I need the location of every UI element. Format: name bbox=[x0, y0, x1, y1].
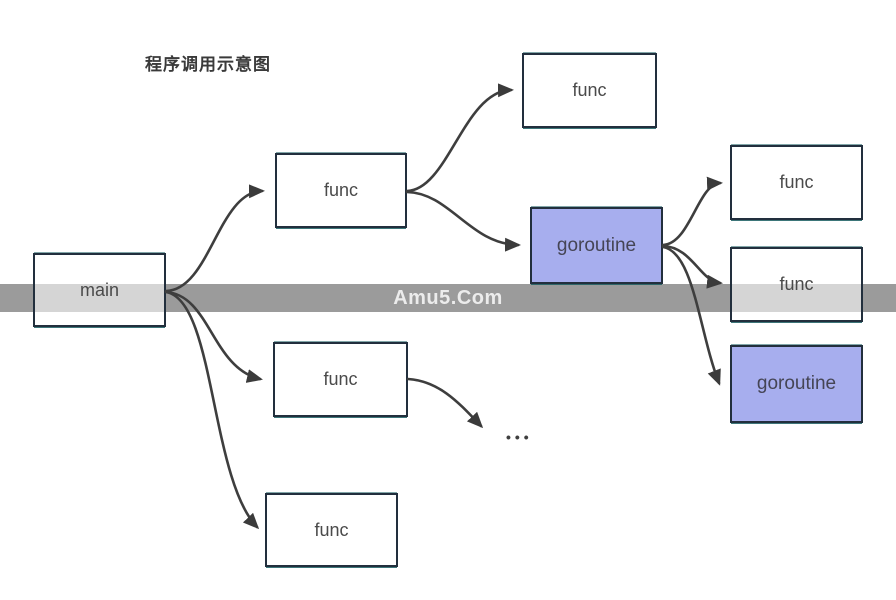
diagram-title: 程序调用示意图 bbox=[145, 55, 271, 74]
watermark-text: Amu5.Com bbox=[393, 286, 503, 309]
node-func-mid: func bbox=[273, 342, 408, 417]
node-func-bottom: func bbox=[265, 493, 398, 567]
node-goroutine-1: goroutine bbox=[530, 207, 663, 284]
node-label: func bbox=[779, 274, 814, 294]
node-label: goroutine bbox=[556, 234, 637, 256]
node-label: main bbox=[79, 279, 119, 300]
node-label: func bbox=[779, 172, 814, 192]
continuation-dots: ••• bbox=[506, 429, 533, 445]
node-label: func bbox=[314, 519, 349, 540]
node-label: func bbox=[572, 80, 607, 100]
edge-main-func1 bbox=[164, 184, 265, 293]
node-func-1: func bbox=[275, 153, 407, 228]
edge-goroutine1-funcr2 bbox=[661, 244, 723, 289]
node-goroutine-2: goroutine bbox=[730, 345, 863, 423]
node-label: func bbox=[323, 180, 359, 200]
node-func-right-1: func bbox=[730, 145, 863, 220]
edge-func1-goroutine1 bbox=[405, 190, 521, 252]
edge-goroutine1-goroutine2 bbox=[661, 245, 721, 386]
node-func-top: func bbox=[522, 53, 657, 128]
edge-goroutine1-funcr1 bbox=[661, 176, 723, 247]
edge-funcmid-ellipsis bbox=[406, 377, 484, 429]
node-label: func bbox=[323, 369, 358, 389]
node-main: main bbox=[33, 253, 166, 327]
node-func-right-2: func bbox=[730, 247, 863, 322]
node-label: goroutine bbox=[756, 373, 837, 394]
edge-func1-functop bbox=[405, 83, 514, 193]
edge-main-funcbottom bbox=[164, 290, 260, 530]
